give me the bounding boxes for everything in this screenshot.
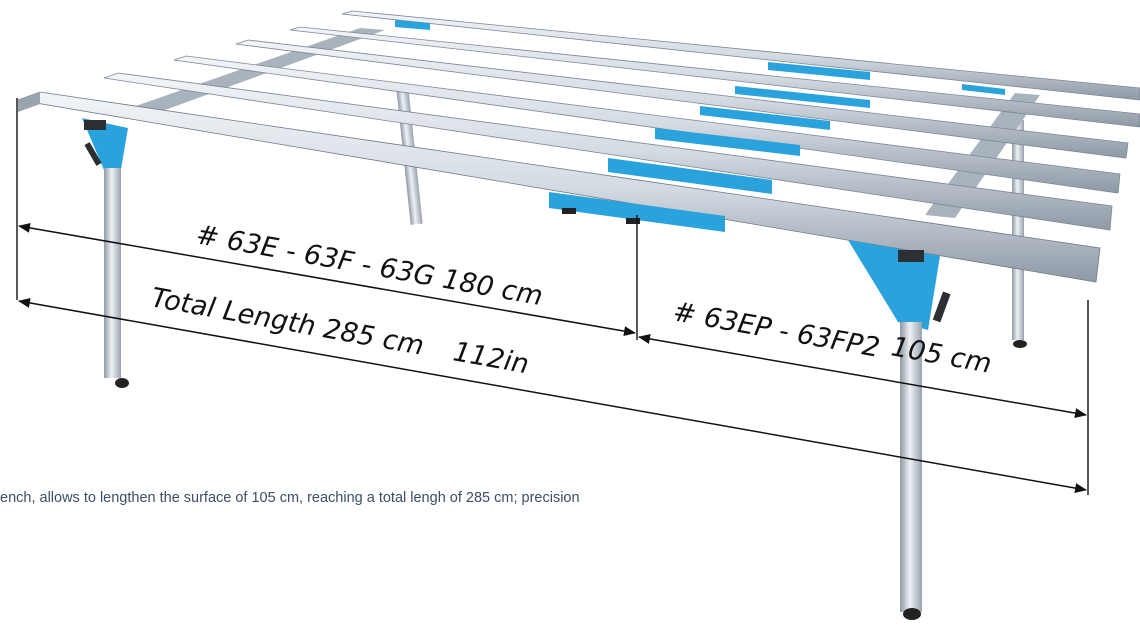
connector-block [549,192,725,232]
clamp-knob [626,218,640,224]
rail-end-cap [18,92,40,112]
total-length-label: Total Length 285 cm [149,282,426,361]
table-rail [341,10,1140,101]
table-rail [16,91,1101,283]
connector-block [608,158,772,194]
clamp-knob [84,120,106,130]
clamp-lever [84,142,102,166]
connector-block [735,86,870,108]
total-length-inches-label: 112in [451,336,531,380]
table-rail [235,39,1129,159]
dimension-lines [16,98,1089,495]
extension-connectors [395,20,1005,232]
product-caption: ench, allows to lengthen the surface of … [0,490,580,506]
table-rail [103,72,1113,231]
connector-block [655,128,800,156]
table-rails [16,10,1140,283]
dimension-arrow-total [18,297,1087,494]
table-rail [173,55,1121,194]
table-leg [1012,120,1024,340]
leg-foot [1013,340,1027,348]
connector-block [768,62,870,80]
connector-block [962,84,1005,95]
clamp-knob [898,250,924,262]
connector-block [395,20,430,30]
table-rail [289,26,1140,128]
clamp-lever [932,291,951,323]
leg-bracket [82,118,128,175]
leg-foot [115,378,129,388]
connector-block [700,106,830,130]
table-leg [104,168,121,378]
leg-foot [903,608,921,620]
front-right-leg [848,240,951,620]
clamp-knob [562,208,576,214]
front-left-leg [82,118,129,388]
extension-dimension-label: # 63EP - 63FP2 [671,296,882,364]
